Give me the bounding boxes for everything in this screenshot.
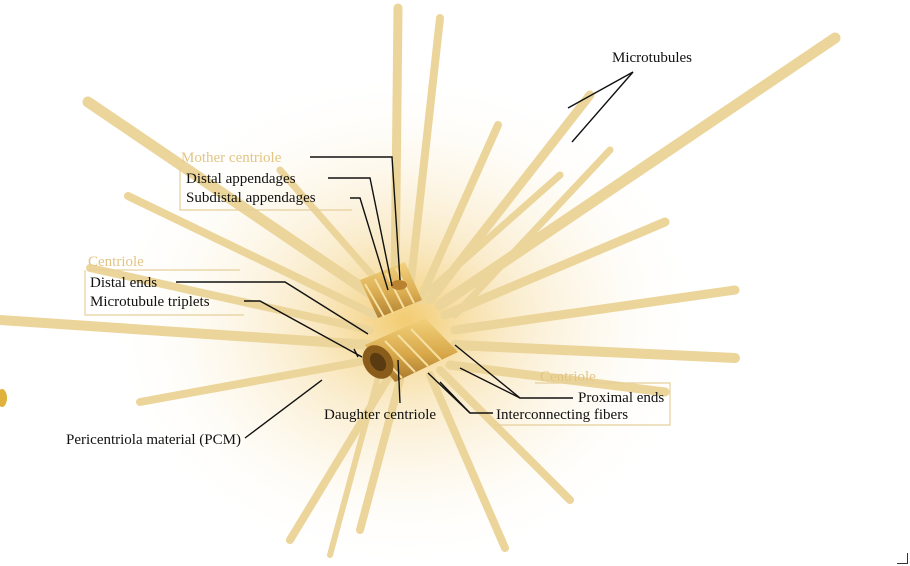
pcm-glow xyxy=(105,70,705,566)
resize-corner-icon xyxy=(897,553,908,564)
mother-centriole xyxy=(360,262,422,318)
microtubule xyxy=(406,14,444,294)
label-distal-ends: Distal ends xyxy=(90,275,157,291)
microtubule xyxy=(451,146,614,319)
label-mother-centriole: Mother centriole xyxy=(181,150,282,166)
microtubule xyxy=(436,366,574,504)
microtubule xyxy=(440,217,670,320)
label-daughter-centriole: Daughter centriole xyxy=(324,407,436,423)
microtubule xyxy=(450,285,740,335)
label-centriole-right: Centriole xyxy=(540,369,596,385)
label-proximal-ends: Proximal ends xyxy=(578,390,664,406)
label-microtubules: Microtubules xyxy=(612,50,692,66)
label-subdistal-appendages: Subdistal appendages xyxy=(186,190,316,206)
microtubule xyxy=(136,356,374,406)
microtubule xyxy=(426,171,564,294)
microtubules-group xyxy=(0,3,841,558)
label-distal-appendages: Distal appendages xyxy=(186,171,296,187)
label-centriole-left: Centriole xyxy=(88,254,144,270)
microtubule xyxy=(86,264,374,334)
microtubule xyxy=(82,96,386,306)
label-pcm: Pericentriola material (PCM) xyxy=(66,432,241,448)
leader-lines xyxy=(176,71,634,439)
microtubule xyxy=(124,192,379,319)
label-interconnecting-fibers: Interconnecting fibers xyxy=(496,407,628,423)
microtubule xyxy=(416,121,502,304)
microtubule-fragment xyxy=(0,389,7,407)
microtubule xyxy=(426,371,509,552)
microtubule xyxy=(390,3,403,295)
microtubule xyxy=(450,340,740,363)
label-microtubule-triplets: Microtubule triplets xyxy=(90,294,210,310)
microtubule xyxy=(0,315,375,350)
microtubule xyxy=(356,376,404,534)
daughter-centriole xyxy=(362,318,458,382)
microtubule xyxy=(327,367,383,558)
label-boxes xyxy=(84,168,671,426)
microtubule xyxy=(276,166,389,294)
